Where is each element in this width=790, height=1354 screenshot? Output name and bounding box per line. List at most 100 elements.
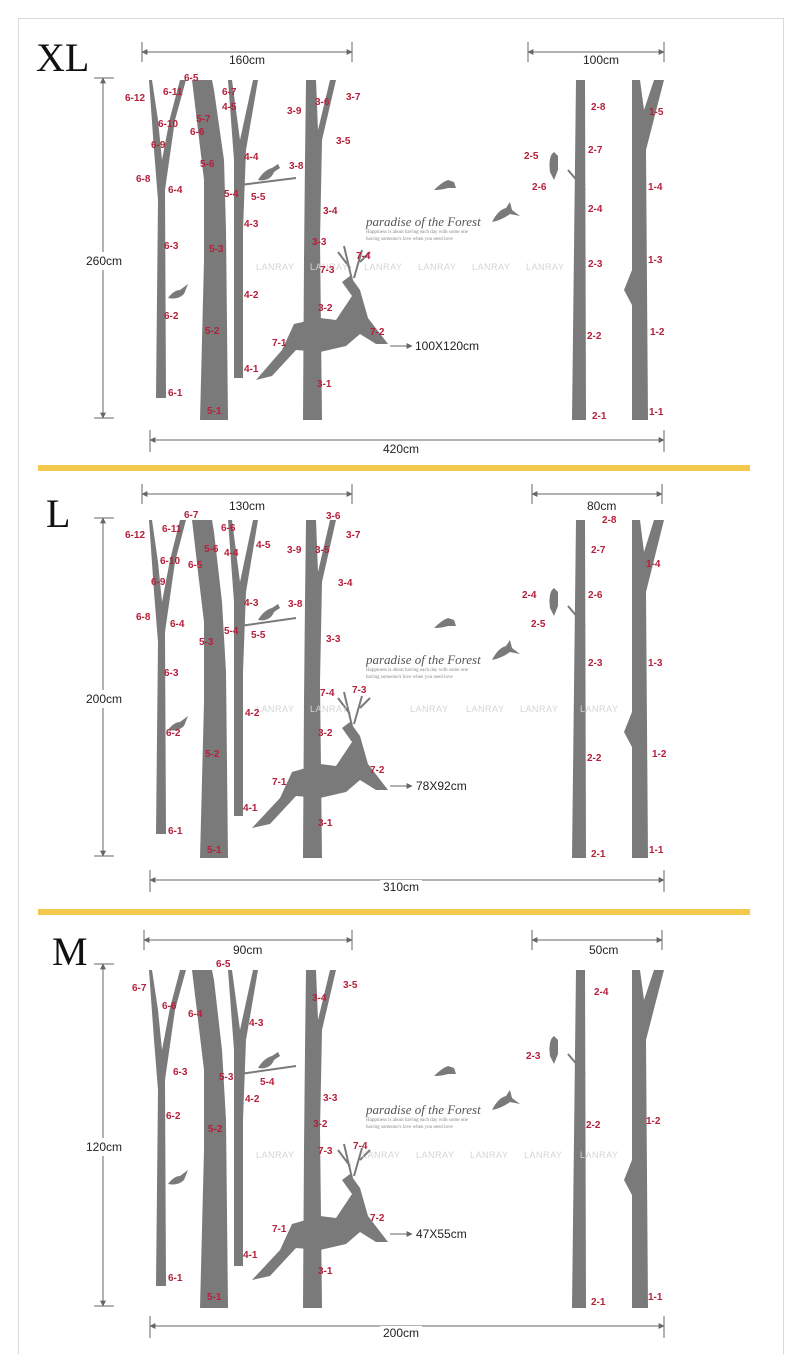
slogan-sub: Happiness is about having each day with … bbox=[366, 1118, 468, 1123]
part-label: 5-2 bbox=[205, 326, 220, 337]
separator bbox=[38, 465, 750, 471]
part-label: 5-1 bbox=[207, 406, 222, 417]
bird-icon bbox=[168, 284, 188, 299]
part-label: 4-1 bbox=[243, 1250, 258, 1261]
tree-2 bbox=[572, 970, 586, 1308]
part-label: 5-5 bbox=[251, 192, 266, 203]
part-label: 3-3 bbox=[326, 634, 341, 645]
part-label: 3-8 bbox=[288, 599, 303, 610]
part-label: 6-1 bbox=[168, 1273, 183, 1284]
outer-frame bbox=[18, 18, 784, 1354]
part-label: 6-6 bbox=[162, 1001, 177, 1012]
tree-2 bbox=[572, 520, 586, 858]
tree-4 bbox=[228, 80, 258, 378]
part-label: 6-6 bbox=[221, 523, 236, 534]
part-label: 2-8 bbox=[591, 102, 606, 113]
part-label: 3-8 bbox=[289, 161, 304, 172]
bird-icon bbox=[549, 152, 558, 180]
part-label: 4-3 bbox=[249, 1018, 264, 1029]
part-label: 5-7 bbox=[196, 114, 211, 125]
deer-antler bbox=[337, 245, 371, 281]
deer-silhouette bbox=[252, 1174, 388, 1280]
part-label: 3-9 bbox=[287, 106, 302, 117]
right-width-label: 50cm bbox=[586, 943, 622, 957]
tree-1 bbox=[624, 520, 664, 858]
watermark: LANRAY bbox=[526, 262, 565, 272]
part-label: 3-4 bbox=[323, 206, 338, 217]
height-label: 260cm bbox=[86, 252, 123, 270]
part-label: 3-4 bbox=[338, 578, 353, 589]
part-label: 3-2 bbox=[318, 728, 333, 739]
part-label: 1-1 bbox=[648, 1292, 663, 1303]
slogan-sub: having someone's love when you need love bbox=[366, 1125, 453, 1130]
part-label: 4-5 bbox=[256, 540, 271, 551]
bird-icon bbox=[258, 1052, 280, 1069]
part-label: 4-4 bbox=[244, 152, 259, 163]
panel-xl: XL 160cm 100cm 260cm 420cm 100X120cm par… bbox=[0, 0, 790, 456]
bird-icon bbox=[434, 618, 456, 628]
part-label: 4-5 bbox=[222, 102, 237, 113]
watermark: LANRAY bbox=[364, 262, 403, 272]
right-width-label: 80cm bbox=[584, 499, 620, 513]
part-label: 2-7 bbox=[591, 545, 606, 556]
part-label: 3-4 bbox=[312, 993, 327, 1004]
part-label: 3-1 bbox=[318, 1266, 333, 1277]
part-label: 6-2 bbox=[164, 311, 179, 322]
part-label: 7-2 bbox=[370, 1213, 385, 1224]
part-label: 1-2 bbox=[652, 749, 667, 760]
deer-silhouette bbox=[252, 722, 388, 828]
part-label: 5-6 bbox=[204, 544, 219, 555]
part-label: 6-9 bbox=[151, 140, 166, 151]
part-label: 5-5 bbox=[251, 630, 266, 641]
part-label: 2-6 bbox=[588, 590, 603, 601]
watermark: LANRAY bbox=[310, 262, 349, 272]
tree-6 bbox=[149, 80, 186, 398]
size-letter: L bbox=[46, 491, 71, 536]
bird-icon bbox=[434, 1066, 456, 1076]
slogan: paradise of the Forest bbox=[366, 1102, 481, 1117]
part-label: 7-3 bbox=[318, 1146, 333, 1157]
part-label: 4-2 bbox=[245, 1094, 260, 1105]
part-label: 6-5 bbox=[184, 73, 199, 84]
size-letter: XL bbox=[36, 35, 90, 80]
part-label: 6-12 bbox=[125, 93, 146, 104]
part-label: 6-8 bbox=[136, 612, 151, 623]
panel-xl-drawing bbox=[94, 42, 665, 452]
part-label: 2-4 bbox=[588, 204, 603, 215]
part-label: 2-7 bbox=[588, 145, 603, 156]
deer-antler bbox=[337, 1143, 371, 1179]
bird-icon bbox=[549, 588, 558, 616]
tree-2 bbox=[572, 80, 586, 420]
part-label: 2-5 bbox=[531, 619, 546, 630]
part-label: 1-2 bbox=[650, 327, 665, 338]
watermark: LANRAY bbox=[418, 262, 457, 272]
part-label: 6-5 bbox=[216, 959, 231, 970]
part-label: 2-3 bbox=[588, 658, 603, 669]
part-label: 6-4 bbox=[170, 619, 185, 630]
bird-icon bbox=[549, 1036, 558, 1064]
watermark: LANRAY bbox=[416, 1150, 455, 1160]
part-label: 4-2 bbox=[244, 290, 259, 301]
part-label: 3-5 bbox=[336, 136, 351, 147]
part-label: 4-2 bbox=[245, 708, 260, 719]
slogan: paradise of the Forest bbox=[366, 652, 481, 667]
part-label: 5-4 bbox=[224, 189, 239, 200]
total-width-label: 310cm bbox=[380, 880, 423, 894]
bird-icon bbox=[492, 202, 520, 222]
bird-icon bbox=[258, 604, 280, 621]
part-label: 1-3 bbox=[648, 658, 663, 669]
watermark: LANRAY bbox=[256, 262, 295, 272]
part-label: 2-2 bbox=[586, 1120, 601, 1131]
part-label: 3-9 bbox=[287, 545, 302, 556]
part-label: 6-3 bbox=[164, 241, 179, 252]
watermark: LANRAY bbox=[256, 1150, 295, 1160]
panel-m: M 90cm 50cm 120cm 200cm 47X55cm paradise… bbox=[0, 890, 790, 1340]
tree-4 bbox=[228, 970, 258, 1266]
left-width-label: 90cm bbox=[230, 943, 266, 957]
slogan: paradise of the Forest bbox=[366, 214, 481, 229]
part-label: 6-1 bbox=[168, 826, 183, 837]
part-label: 3-7 bbox=[346, 530, 361, 541]
part-label: 4-3 bbox=[244, 598, 259, 609]
slogan-sub: Happiness is about having each day with … bbox=[366, 668, 468, 673]
part-label: 2-6 bbox=[532, 182, 547, 193]
